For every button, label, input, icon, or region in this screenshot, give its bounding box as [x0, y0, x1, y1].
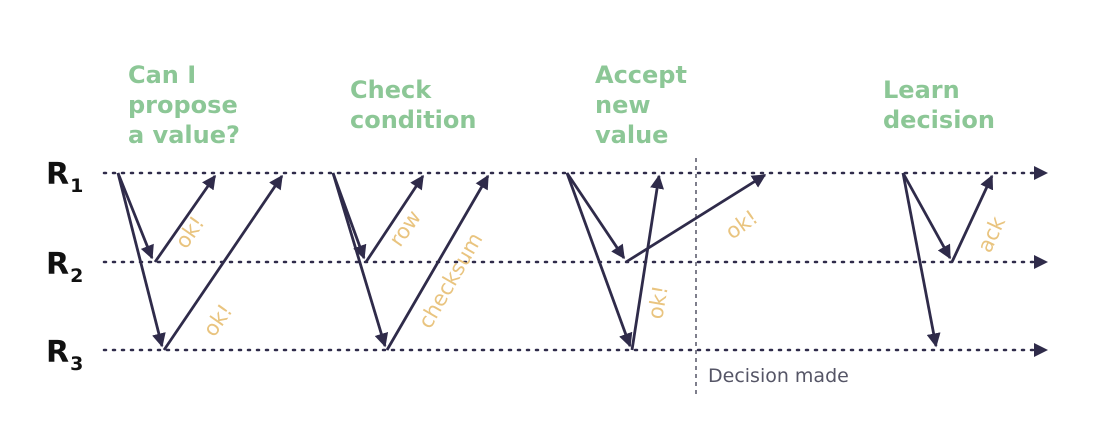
message-group-check	[331, 172, 490, 351]
message-arrow	[630, 174, 664, 351]
message-arrow	[565, 172, 626, 260]
phase-title-line: condition	[350, 106, 476, 134]
message-label-checksum: checksum	[414, 229, 488, 333]
message-label-ok: ok!	[170, 212, 209, 253]
message-group-propose	[116, 172, 284, 351]
phase-title-line: value	[595, 121, 668, 149]
phase-title-line: Can I	[128, 61, 196, 89]
phase-title-line: propose	[128, 91, 238, 119]
phase-title-line: new	[595, 91, 651, 119]
message-arrow	[153, 174, 217, 263]
decision-label: Decision made	[708, 365, 849, 387]
phase-title-accept: Accept new value	[595, 61, 687, 149]
message-group-learn	[901, 172, 994, 348]
replica-label-r3: R3	[46, 335, 83, 375]
message-arrow	[116, 172, 166, 348]
message-arrow	[901, 172, 941, 348]
message-arrow	[116, 172, 154, 260]
message-label-row: row	[384, 206, 426, 251]
message-arrow	[162, 174, 284, 351]
message-label-ack: ack	[973, 212, 1011, 256]
phase-title-propose: Can I propose a value?	[128, 61, 240, 149]
timeline-r3-arrowhead	[1034, 343, 1048, 357]
message-arrow	[385, 174, 490, 351]
message-arrow	[950, 174, 994, 263]
message-arrow	[364, 174, 425, 263]
phase-title-line: a value?	[128, 121, 240, 149]
message-label-ok: ok!	[643, 284, 672, 321]
message-label-ok: ok!	[721, 205, 762, 244]
message-arrow	[901, 172, 952, 260]
phase-title-check: Check condition	[350, 76, 476, 134]
message-arrow	[331, 172, 389, 348]
phase-title-line: decision	[883, 106, 995, 134]
replica-label-r1: R1	[46, 157, 83, 197]
message-label-ok: ok!	[198, 300, 237, 341]
phase-title-line: Learn	[883, 76, 960, 104]
timeline-r1-arrowhead	[1034, 166, 1048, 180]
phase-title-learn: Learn decision	[883, 76, 995, 134]
phase-title-line: Accept	[595, 61, 687, 89]
message-arrow	[565, 172, 633, 348]
timeline-r2-arrowhead	[1034, 255, 1048, 269]
phase-title-line: Check	[350, 76, 432, 104]
message-group-accept	[565, 172, 767, 351]
replica-label-r2: R2	[46, 247, 83, 287]
